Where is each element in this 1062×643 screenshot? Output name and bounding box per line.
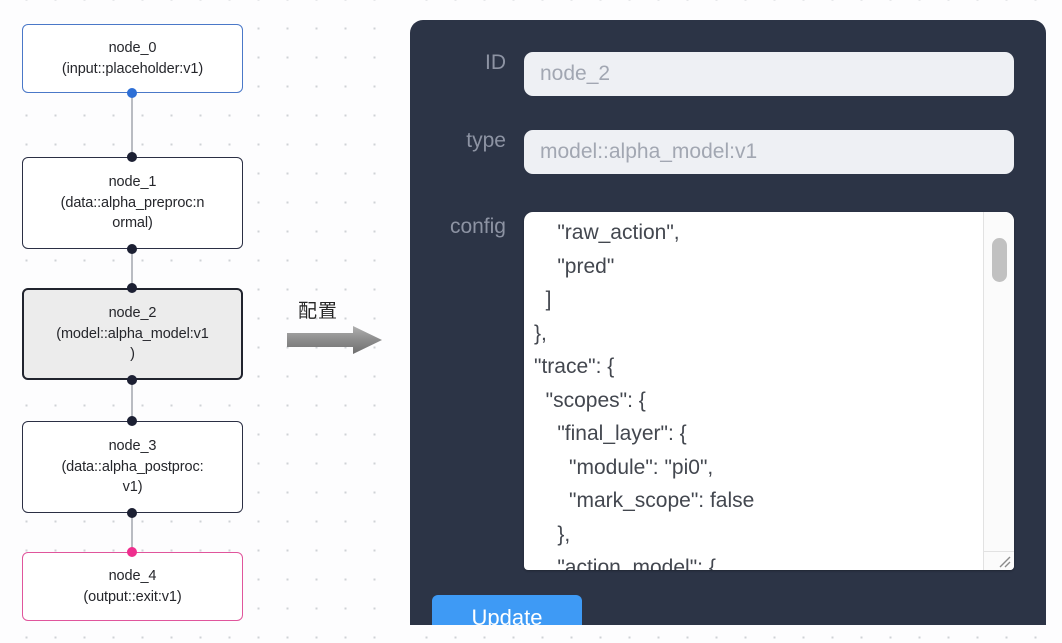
port-node_3-bottom[interactable] [127, 508, 137, 518]
edge-node3-node4 [131, 513, 133, 552]
transition-arrow-group: 配置 [287, 296, 397, 360]
graph-node-label: node_1 (data::alpha_preproc:n ormal) [60, 174, 205, 232]
field-row-type: type model::alpha_model:v1 [428, 130, 1014, 174]
edge-node0-node1 [131, 93, 133, 157]
config-textarea[interactable]: "raw_action", "pred" ] }, "trace": { "sc… [534, 221, 755, 570]
field-row-config: config "raw_action", "pred" ] }, "trace"… [428, 212, 1014, 570]
config-field-label: config [449, 215, 506, 238]
port-node_1-bottom[interactable] [127, 244, 137, 254]
type-field-label: type [466, 129, 506, 152]
port-node_2-bottom[interactable] [127, 375, 137, 385]
config-scrollbar[interactable] [983, 212, 1014, 570]
graph-node-label: node_0 (input::placeholder:v1) [61, 39, 204, 77]
graph-node-label: node_3 (data::alpha_postproc: v1) [61, 438, 204, 496]
port-node_3-top[interactable] [127, 416, 137, 426]
port-node_1-top[interactable] [127, 152, 137, 162]
field-row-id: ID node_2 [428, 52, 1014, 96]
graph-node-node_0[interactable]: node_0 (input::placeholder:v1) [22, 24, 243, 93]
graph-node-node_2[interactable]: node_2 (model::alpha_model:v1 ) [22, 288, 243, 380]
update-button[interactable]: Update [432, 595, 582, 625]
right-arrow-icon [287, 326, 382, 354]
port-node_0-bottom[interactable] [127, 88, 137, 98]
graph-node-label: node_2 (model::alpha_model:v1 ) [56, 305, 209, 363]
id-input[interactable]: node_2 [524, 52, 1014, 96]
graph-node-node_1[interactable]: node_1 (data::alpha_preproc:n ormal) [22, 157, 243, 249]
graph-node-label: node_4 (output::exit:v1) [83, 567, 182, 605]
graph-node-node_4[interactable]: node_4 (output::exit:v1) [22, 552, 243, 621]
id-field-label: ID [485, 51, 506, 74]
arrow-label: 配置 [298, 300, 339, 322]
config-textarea-wrapper[interactable]: "raw_action", "pred" ] }, "trace": { "sc… [524, 212, 1014, 570]
edge-node1-node2 [131, 249, 133, 288]
port-node_4-top[interactable] [127, 547, 137, 557]
node-config-panel: ID node_2 type model::alpha_model:v1 con… [410, 20, 1046, 625]
graph-node-node_3[interactable]: node_3 (data::alpha_postproc: v1) [22, 421, 243, 513]
scrollbar-divider [984, 551, 1014, 552]
node-graph-canvas[interactable]: node_0 (input::placeholder:v1) node_1 (d… [0, 0, 400, 643]
config-scrollbar-thumb[interactable] [992, 238, 1007, 282]
resize-handle-icon[interactable] [996, 553, 1012, 569]
type-input[interactable]: model::alpha_model:v1 [524, 130, 1014, 174]
edge-node2-node3 [131, 380, 133, 421]
port-node_2-top[interactable] [127, 283, 137, 293]
